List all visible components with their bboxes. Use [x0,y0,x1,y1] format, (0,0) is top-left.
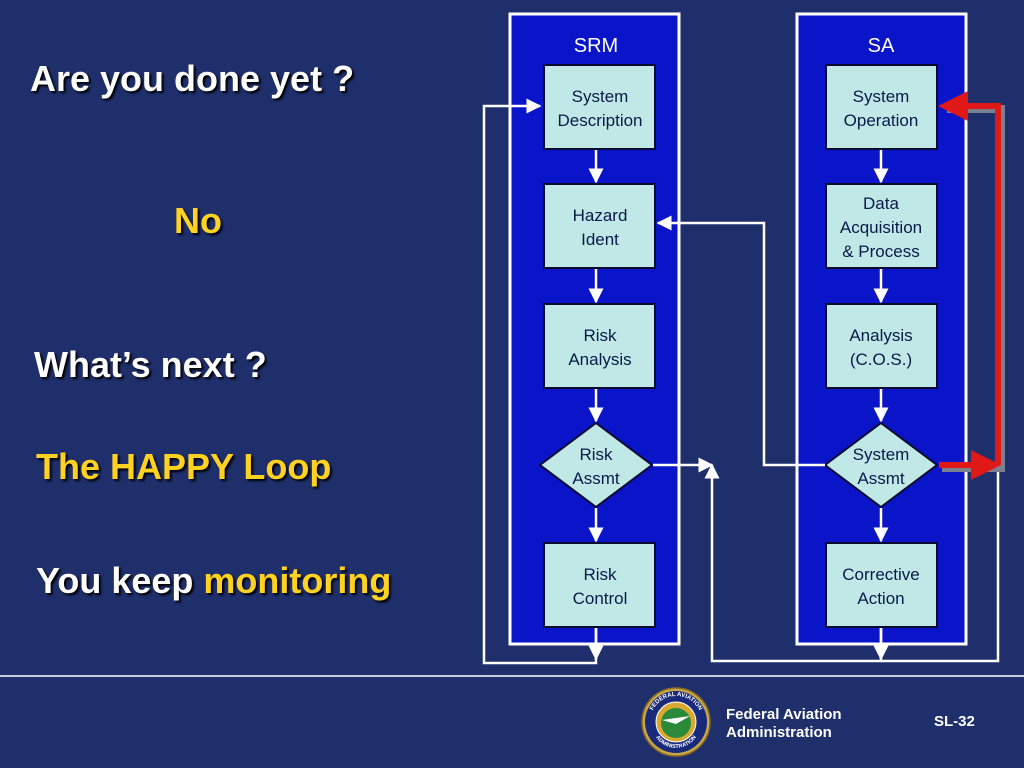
happy-loop-red-arrow [938,91,1005,480]
sa-box-4-line-1: System [853,445,910,464]
question-whats-next: What’s next ? [34,344,267,385]
sa-box-5-line-2: Action [857,589,904,608]
srm-title: SRM [574,35,618,57]
srm-box-system-description [543,64,656,150]
srm-box-4-line-1: Risk [579,445,613,464]
srm-box-hazard-ident [543,183,656,269]
srm-box-2-line-1: Hazard [573,206,628,225]
faa-wordmark: Federal Aviation Administration [726,706,842,742]
sa-title: SA [868,35,895,57]
slide-number: SL-32 [934,713,975,730]
srm-box-3-line-1: Risk [583,326,617,345]
srm-box-3-line-2: Analysis [568,350,631,369]
srm-sa-flow-diagram: SRM SA System Description Hazard Ident R… [482,12,1005,665]
sa-box-3-line-2: (C.O.S.) [850,350,912,369]
sa-box-3-line-1: Analysis [849,326,912,345]
sa-box-1-line-1: System [853,87,910,106]
sa-box-1-line-2: Operation [844,111,919,130]
srm-box-4-line-2: Assmt [572,469,620,488]
srm-box-1-line-2: Description [557,111,642,130]
sa-diamond-system-assmt [823,421,939,509]
srm-diamond-risk-assmt [538,421,654,509]
sa-box-data-acquisition [825,183,938,269]
srm-box-1-line-1: System [572,87,629,106]
faa-line-2: Administration [726,724,832,741]
footer-divider [0,675,1024,677]
srm-box-5-line-1: Risk [583,565,617,584]
srm-box-5-line-2: Control [573,589,628,608]
happy-loop-heading: The HAPPY Loop [36,446,332,487]
sa-box-5-line-1: Corrective [842,565,919,584]
sa-box-4-line-2: Assmt [857,469,905,488]
srm-box-risk-control [543,542,656,628]
sa-box-2-line-1: Data [863,194,899,213]
question-done-yet: Are you done yet ? [30,58,355,99]
sa-box-analysis-cos [825,303,938,389]
srm-box-2-line-2: Ident [581,230,619,249]
sa-box-system-operation [825,64,938,150]
sa-box-corrective-action [825,542,938,628]
answer-no: No [174,200,222,241]
keep-monitoring-line: You keep monitoring [36,560,391,602]
faa-line-1: Federal Aviation [726,706,842,723]
sa-box-2-line-3: & Process [842,242,919,261]
srm-box-risk-analysis [543,303,656,389]
keep-highlight: monitoring [203,560,392,601]
faa-seal-logo: FEDERAL AVIATION ADMINISTRATION [641,687,711,757]
column-flow-arrows [588,150,889,543]
sa-box-2-line-2: Acquisition [840,218,922,237]
keep-prefix: You keep [36,560,204,601]
